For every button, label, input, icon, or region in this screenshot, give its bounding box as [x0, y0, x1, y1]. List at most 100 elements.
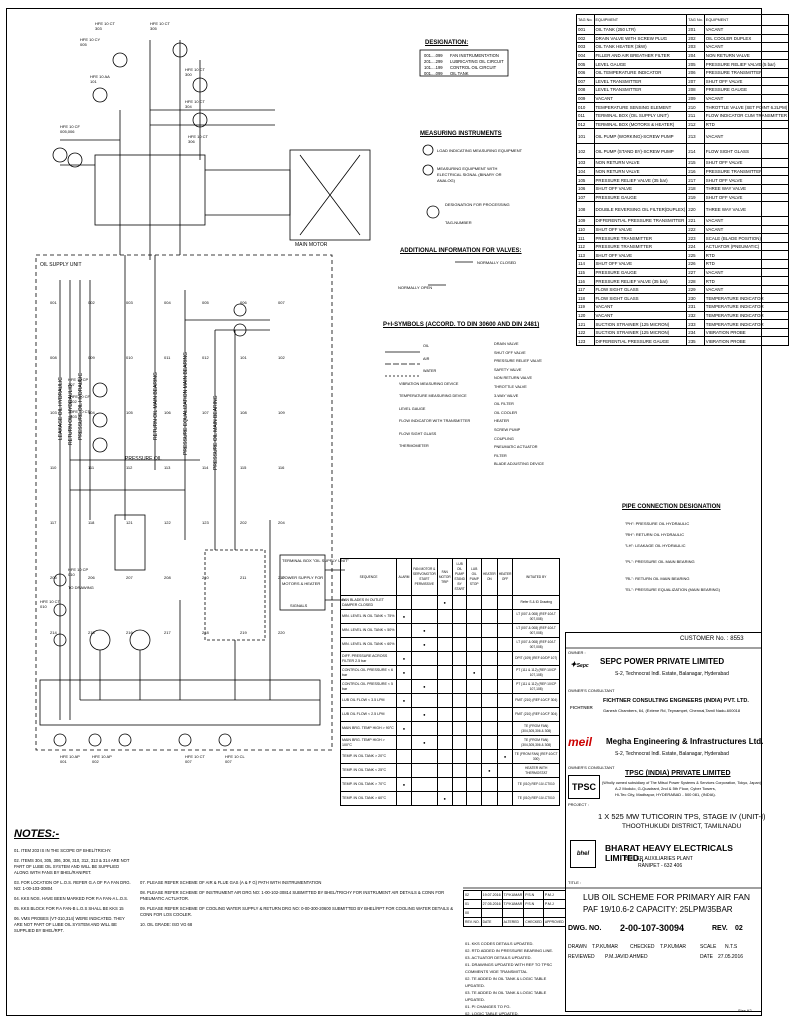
tag-number-cell: 011	[576, 110, 595, 121]
equipment-cell: TERMINAL BOX (MOTORS & HEATER)	[593, 119, 688, 130]
sequence-mark-cell	[496, 665, 514, 680]
sequence-initiator-cell: FMIT (210) (REF:10/CF 304)	[512, 707, 560, 722]
equipment-cell: SHUT OFF VALVE	[593, 224, 688, 235]
tag-number-cell: 001	[576, 25, 595, 35]
pid-symbols-title: P+I-SYMBOLS (ACCORD. TO DIN 30600 AND DI…	[383, 322, 540, 328]
equipment-cell: OIL TANK HEATER (3kW)	[593, 42, 688, 52]
sequence-mark-cell	[466, 707, 482, 722]
equipment-cell: FLOW SIGHT GLASS	[593, 284, 688, 295]
sequence-mark-cell	[451, 707, 468, 722]
sequence-signal-cell: LUB OIL FLOW < 2.5 LPM	[339, 707, 398, 722]
sequence-mark-cell	[451, 679, 468, 694]
tag-number-cell: 225	[686, 250, 705, 261]
equipment-cell: PRESSURE RELIEF VALVE (35 bar)	[593, 175, 688, 185]
designation-text: LUBRICATING OIL CIRCUIT	[450, 59, 504, 64]
revision-header-cell: REV. NO.	[463, 917, 482, 927]
sequence-mark-cell	[480, 609, 498, 624]
equipment-cell: DOUBLE REVERSING OIL FILTER(DUPLEX)	[593, 201, 688, 218]
tag-number-cell: 111	[576, 233, 595, 243]
tag-number-cell: 010	[576, 102, 595, 112]
sequence-mark-cell	[396, 623, 412, 638]
sequence-mark-cell	[396, 735, 412, 750]
sequence-mark-cell	[396, 763, 412, 778]
sequence-mark-cell	[436, 693, 453, 708]
pipe-item: "PH": PRESSURE OIL HYDRAULIC	[625, 521, 690, 526]
sequence-mark-cell	[496, 637, 514, 652]
equipment-cell: RTD	[703, 250, 789, 261]
sequence-mark-cell	[451, 651, 468, 666]
sequence-signal-cell: TEMP. IN OIL TANK > 20°C	[339, 749, 398, 764]
sequence-mark-cell: ●	[396, 609, 412, 624]
scale-value: N.T.S	[725, 944, 738, 950]
sequence-header-cell: HEATER OFF	[496, 558, 514, 596]
measuring-item-2: MEASURING EQUIPMENT WITH ELECTRICAL SIGN…	[437, 166, 502, 183]
sequence-mark-cell: ●	[410, 623, 438, 638]
equipment-cell: VACANT	[703, 216, 789, 226]
bhel-name: BHARAT HEAVY ELECTRICALS LIMITED.,	[605, 843, 733, 863]
equipment-cell: OIL PUMP (STAND BY)-SCREW PUMP	[593, 143, 688, 160]
sequence-initiator-cell: LT (007 & 008) (REF:10/LT 007,008)	[512, 609, 560, 624]
customer-label: CUSTOMER No. : 8553	[680, 636, 744, 642]
sepc-logo: ✦Sepc	[570, 660, 589, 669]
pipe-number: 001	[50, 300, 57, 305]
revision-cell: 02	[463, 890, 482, 900]
equipment-cell: PRESSURE GAUGE	[593, 192, 688, 203]
tag-number-cell: 116	[576, 276, 595, 286]
pid-symbol-left-item: WATER	[423, 369, 437, 373]
revision-cell: P.S.N	[523, 899, 544, 909]
tag-number-cell: 224	[686, 241, 705, 252]
sequence-mark-cell: ●	[396, 651, 412, 666]
sequence-initiator-cell: PT (111 & 112) (REF:10/CP 107,108)	[512, 665, 560, 680]
measuring-item-1: LOAD INDICATING MEASURING EQUIPMENT	[437, 148, 523, 153]
pid-symbol-right-item: NON RETURN VALVE	[494, 376, 533, 381]
pid-symbol-right-item: COUPLING	[494, 436, 514, 441]
sequence-mark-cell: ●	[466, 665, 482, 680]
sequence-initiator-cell: HEATER WITH THERMOSTAT	[512, 763, 560, 778]
revision-cell	[523, 908, 544, 918]
sequence-initiator-cell: TE (010) REF:10/-CT010	[512, 791, 560, 806]
sequence-initiator-cell: TE (010) REF:10/-CT010	[512, 777, 560, 792]
equipment-cell: LEVEL TRANSMITTER	[593, 85, 688, 95]
equipment-cell: SHUT OFF VALVE	[703, 76, 789, 87]
notes-right: 07. PLEASE REFER SCHEME OF AIR & FLUE GA…	[140, 880, 465, 932]
sequence-mark-cell	[410, 651, 438, 666]
pipe-number: 005	[202, 300, 209, 305]
pipe-number: 212	[278, 575, 285, 580]
instrument-tag: HFE 10 CT 007	[185, 754, 205, 764]
revision-cell	[542, 908, 566, 918]
sequence-mark-cell	[480, 735, 498, 750]
tpsc-line2: A-2 Modulo, G-Quadrant, 2nd & 5th Floor,…	[615, 786, 716, 791]
reviewed-label: REVIEWED	[568, 954, 595, 960]
pipe-number: 121	[126, 520, 133, 525]
table-row: TEMP. IN OIL TANK > 20°C●TE (FROM FAN) (…	[339, 749, 560, 764]
designation-text: FAN INSTRUMENTATION	[450, 53, 499, 58]
tag-number-cell: 217	[686, 175, 705, 185]
pipe-item: "LH": LEAKAGE OIL HYDRAULIC	[625, 543, 686, 548]
tag-number-cell: 109	[576, 216, 595, 226]
equipment-cell: NON RETURN VALVE	[593, 158, 688, 168]
pipe-number: 205	[50, 575, 57, 580]
table-row: TEMP. IN OIL TANK < 25°C●HEATER WITH THE…	[339, 763, 560, 778]
equipment-cell: VACANT	[703, 128, 789, 145]
pid-symbol-left-item: FLOW INDICATOR WITH TRANSMITTER	[399, 419, 471, 423]
pipe-item: "PL": PRESSURE OIL MAIN BEARING	[625, 559, 695, 564]
equipment-cell: DIFFERENTIAL PRESSURE GAUGE	[593, 336, 688, 346]
sequence-mark-cell	[451, 665, 468, 680]
sequence-mark-cell: ●	[410, 735, 438, 750]
pipe-number: 112	[126, 465, 133, 470]
equipment-cell: VACANT	[703, 267, 789, 278]
tag-number-cell: 012	[576, 119, 595, 130]
note-item: 10. OIL GRADE: ISO VG 68	[140, 922, 193, 927]
tag-number-cell: 212	[686, 119, 705, 130]
equipment-cell: PRESSURE RELIEF VALVE (5 bar)	[703, 59, 789, 69]
equipment-cell: VACANT	[703, 25, 789, 35]
equipment-cell: OIL COOLER DUPLEX	[703, 33, 789, 44]
equipment-cell: SHUT OFF VALVE	[703, 175, 789, 185]
pipe-number: 116	[278, 465, 285, 470]
